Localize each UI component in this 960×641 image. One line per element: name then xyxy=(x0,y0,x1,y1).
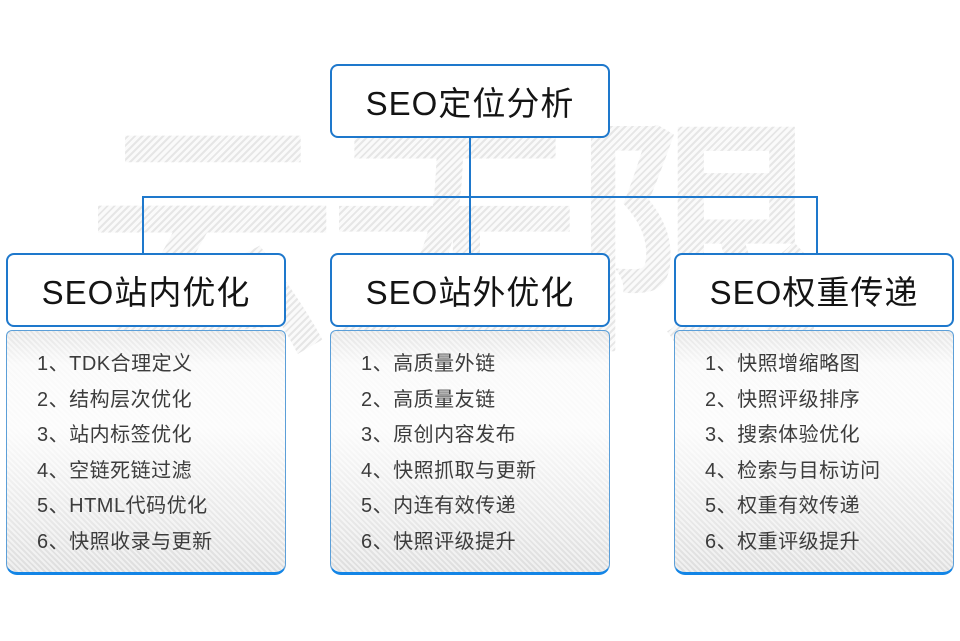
list-item: 5、内连有效传递 xyxy=(361,495,517,517)
list-item: 6、权重评级提升 xyxy=(705,530,861,553)
column-weight-list-panel: 1、快照增缩略图 2、快照评级排序 3、搜索体验优化 4、检索与目标访问 5、权… xyxy=(674,330,954,575)
column-offsite-list-panel: 1、高质量外链 2、高质量友链 3、原创内容发布 4、快照抓取与更新 5、内连有… xyxy=(330,330,610,575)
column-onsite-list-panel: 1、TDK合理定义 2、结构层次优化 3、站内标签优化 4、空链死链过滤 5、H… xyxy=(6,330,286,575)
column-offsite-header: SEO站外优化 xyxy=(330,253,610,327)
column-weight-transfer: SEO权重传递 1、快照增缩略图 2、快照评级排序 3、搜索体验优化 4、检索与… xyxy=(674,253,954,575)
list-item: 5、HTML代码优化 xyxy=(37,495,208,517)
column-onsite-list: 1、TDK合理定义 2、结构层次优化 3、站内标签优化 4、空链死链过滤 5、H… xyxy=(37,347,285,560)
list-item: 1、高质量外链 xyxy=(361,353,496,375)
root-node-label: SEO定位分析 xyxy=(365,85,575,122)
connector-horizontal-bar xyxy=(142,196,818,198)
list-item: 4、快照抓取与更新 xyxy=(361,459,537,482)
list-item: 1、TDK合理定义 xyxy=(37,353,193,375)
connector-drop-right xyxy=(816,196,818,254)
list-item: 4、检索与目标访问 xyxy=(705,459,881,482)
connector-stem-vertical xyxy=(469,138,471,197)
list-item: 2、快照评级排序 xyxy=(705,388,861,411)
root-node: SEO定位分析 xyxy=(330,64,610,138)
column-offsite-title: SEO站外优化 xyxy=(365,274,575,311)
list-item: 3、原创内容发布 xyxy=(361,424,517,446)
connector-drop-middle xyxy=(469,196,471,254)
list-item: 6、快照收录与更新 xyxy=(37,530,213,553)
list-item: 3、站内标签优化 xyxy=(37,424,193,446)
column-offsite-list: 1、高质量外链 2、高质量友链 3、原创内容发布 4、快照抓取与更新 5、内连有… xyxy=(361,347,609,560)
connector-drop-left xyxy=(142,196,144,254)
column-onsite-optimization: SEO站内优化 1、TDK合理定义 2、结构层次优化 3、站内标签优化 4、空链… xyxy=(6,253,286,575)
list-item: 3、搜索体验优化 xyxy=(705,424,861,446)
column-weight-title: SEO权重传递 xyxy=(709,274,919,311)
column-onsite-title: SEO站内优化 xyxy=(41,274,251,311)
list-item: 4、空链死链过滤 xyxy=(37,459,193,482)
list-item: 6、快照评级提升 xyxy=(361,530,517,553)
column-offsite-optimization: SEO站外优化 1、高质量外链 2、高质量友链 3、原创内容发布 4、快照抓取与… xyxy=(330,253,610,575)
column-weight-list: 1、快照增缩略图 2、快照评级排序 3、搜索体验优化 4、检索与目标访问 5、权… xyxy=(705,347,953,560)
list-item: 1、快照增缩略图 xyxy=(705,353,861,375)
list-item: 2、高质量友链 xyxy=(361,388,496,411)
column-onsite-header: SEO站内优化 xyxy=(6,253,286,327)
list-item: 2、结构层次优化 xyxy=(37,388,193,411)
column-weight-header: SEO权重传递 xyxy=(674,253,954,327)
list-item: 5、权重有效传递 xyxy=(705,495,861,517)
